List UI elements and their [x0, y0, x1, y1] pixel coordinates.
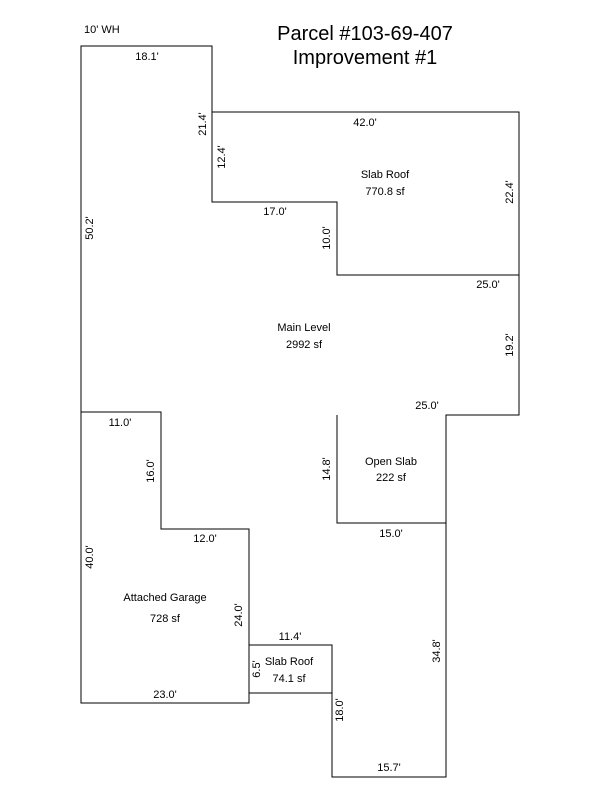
- slab-roof-upper-outline: [211, 112, 519, 276]
- dimension-label: 22.4': [504, 180, 516, 204]
- dimension-label: 12.4': [216, 145, 228, 169]
- dimension-label: 50.2': [84, 216, 96, 240]
- drawing-title: Parcel #103-69-407 Improvement #1: [230, 22, 500, 70]
- parcel-number: Parcel #103-69-407: [277, 23, 453, 45]
- garage-area: 728 sf: [150, 613, 181, 625]
- dimension-label: 11.0': [109, 417, 132, 429]
- dimension-label: 16.0': [145, 459, 157, 483]
- dimension-label: 12.0': [193, 533, 217, 545]
- dimension-label: 15.7': [377, 762, 401, 774]
- garage-label: Attached Garage: [123, 592, 206, 604]
- slab-roof-lower-outline: [249, 644, 333, 693]
- slab-roof-upper-label: Slab Roof: [361, 169, 410, 181]
- dimension-label: 19.2': [504, 333, 516, 357]
- dimension-label: 25.0': [476, 279, 500, 291]
- dimension-label: 15.0': [379, 528, 403, 540]
- dimension-label: 6.5': [251, 660, 263, 677]
- wall-height-note: 10' WH: [84, 24, 120, 36]
- main-level-label: Main Level: [277, 322, 330, 334]
- slab-roof-upper-area: 770.8 sf: [365, 186, 405, 198]
- dimension-label: 18.0': [334, 698, 346, 722]
- dimension-label: 24.0': [233, 603, 245, 627]
- open-slab-label: Open Slab: [365, 456, 417, 468]
- slab-roof-lower-area: 74.1 sf: [272, 673, 306, 685]
- slab-roof-lower-label: Slab Roof: [265, 656, 314, 668]
- dimension-label: 14.8': [321, 457, 333, 481]
- improvement-number: Improvement #1: [292, 47, 438, 69]
- open-slab-outline: [336, 415, 446, 524]
- main-level-area: 2992 sf: [286, 339, 323, 351]
- dimension-label: 11.4': [279, 631, 302, 643]
- dimension-label: 40.0': [84, 545, 96, 569]
- open-slab-area: 222 sf: [376, 472, 407, 484]
- dimension-label: 42.0': [353, 117, 377, 129]
- garage-outline: [81, 411, 250, 693]
- dimension-label: 10.0': [321, 226, 333, 250]
- dimension-label: 18.1': [135, 51, 159, 63]
- dimension-label: 17.0': [263, 206, 287, 218]
- dimension-label: 25.0': [415, 400, 439, 412]
- dimension-label: 23.0': [153, 689, 177, 701]
- dimension-label: 34.8': [431, 639, 443, 663]
- dimension-label: 21.4': [197, 112, 209, 136]
